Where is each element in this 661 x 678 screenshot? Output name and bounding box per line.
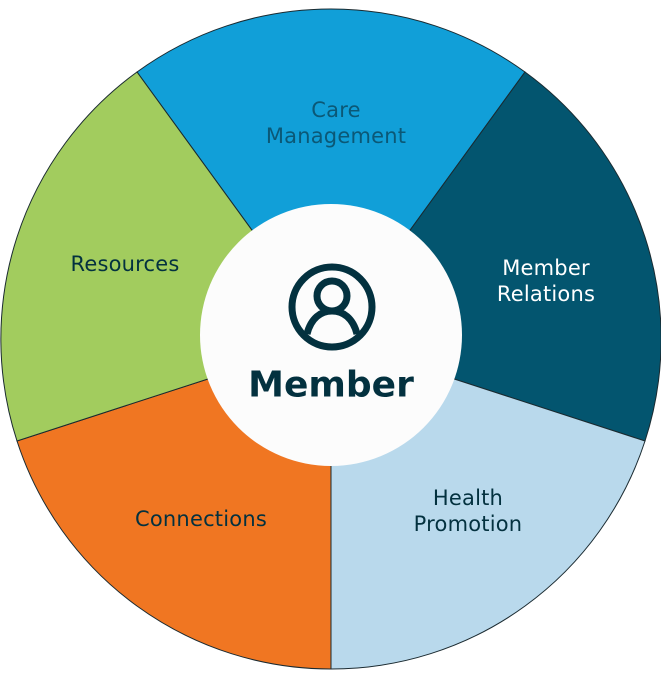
label-health-promotion: Health Promotion — [414, 485, 523, 537]
label-line: Relations — [496, 282, 596, 306]
label-line: Connections — [135, 507, 267, 531]
label-connections: Connections — [135, 506, 267, 532]
label-line: Health — [432, 486, 504, 510]
user-circle-icon — [288, 263, 376, 351]
label-line: Promotion — [413, 512, 523, 536]
label-care-management: Care Management — [266, 97, 406, 149]
label-line: Care — [311, 98, 361, 122]
label-line: Resources — [70, 252, 180, 276]
segment-care-management — [136, 8, 526, 340]
label-line: Management — [265, 124, 407, 148]
label-member-relations: Member Relations — [497, 255, 595, 307]
center-label: Member — [248, 364, 414, 406]
label-resources: Resources — [70, 251, 179, 277]
center-hub — [200, 204, 462, 466]
label-line: Member — [502, 256, 590, 280]
